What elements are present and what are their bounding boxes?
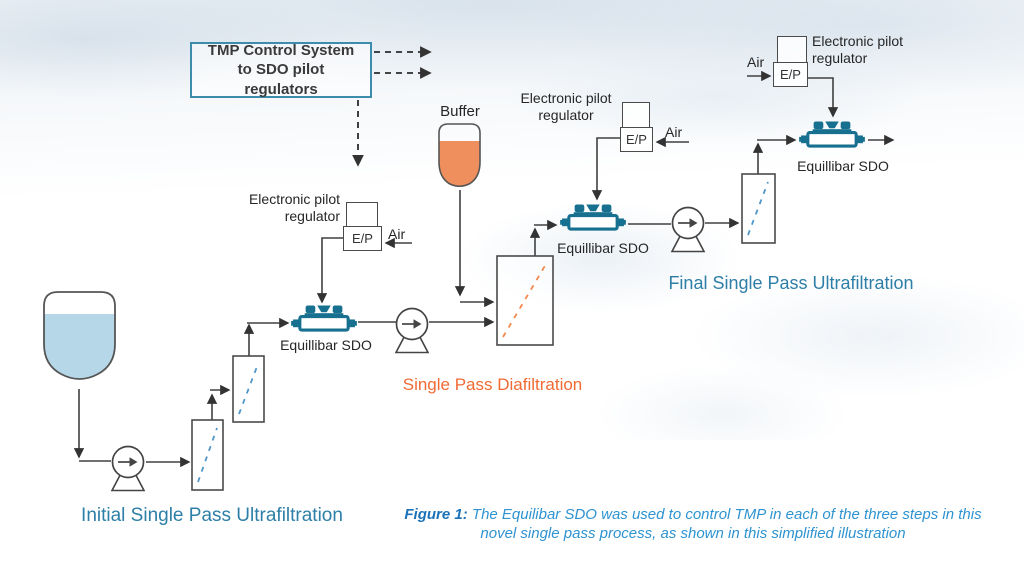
pump-2: [395, 307, 429, 354]
feed-vessel: [43, 291, 116, 380]
figure-caption: Figure 1: The Equilibar SDO was used to …: [393, 506, 993, 544]
figure-caption-text: The Equilibar SDO was used to control TM…: [471, 506, 982, 542]
air-label-2: Air: [665, 124, 683, 140]
sdo-valve-2: [560, 203, 626, 231]
ep-converter-1: E/P: [343, 226, 382, 251]
ep-converter-2: E/P: [620, 127, 653, 152]
filter-diafiltration: [496, 255, 554, 346]
pilot-regulator-top-3: [777, 36, 807, 63]
pilot-regulator-top-1: [346, 202, 378, 227]
electronic-pilot-regulator-label-3: Electronic pilot regulator: [812, 33, 904, 66]
stage-label-diafiltration: Single Pass Diafiltration: [402, 375, 583, 394]
tmp-control-system-box: TMP Control System to SDO pilot regulato…: [190, 42, 372, 98]
electronic-pilot-regulator-label-1: Electronic pilot regulator: [248, 191, 340, 224]
equillibar-sdo-label-2: Equillibar SDO: [557, 240, 649, 256]
sdo-valve-3: [799, 120, 865, 148]
sdo-valve-1: [291, 304, 357, 332]
electronic-pilot-regulator-label-2: Electronic pilot regulator: [520, 90, 612, 123]
stage-label-final: Final Single Pass Ultrafiltration: [668, 273, 914, 293]
air-label-1: Air: [388, 226, 406, 242]
equillibar-sdo-label-1: Equillibar SDO: [280, 337, 372, 353]
pilot-regulator-top-2: [622, 102, 650, 128]
buffer-label: Buffer: [440, 103, 480, 120]
air-label-3: Air: [747, 54, 765, 70]
filter-initial-2: [232, 355, 265, 423]
ep-converter-3: E/P: [773, 62, 808, 87]
process-piping: [73, 70, 895, 468]
filter-final: [741, 173, 776, 244]
buffer-vessel: [438, 123, 481, 188]
stage-label-initial: Initial Single Pass Ultrafiltration: [81, 505, 343, 526]
pump-1: [111, 445, 145, 492]
equillibar-sdo-label-3: Equillibar SDO: [797, 158, 889, 174]
filter-initial-1: [191, 419, 224, 491]
figure-caption-label: Figure 1:: [404, 506, 472, 523]
control-signal-arrows: [352, 46, 432, 167]
pump-3: [671, 206, 705, 253]
